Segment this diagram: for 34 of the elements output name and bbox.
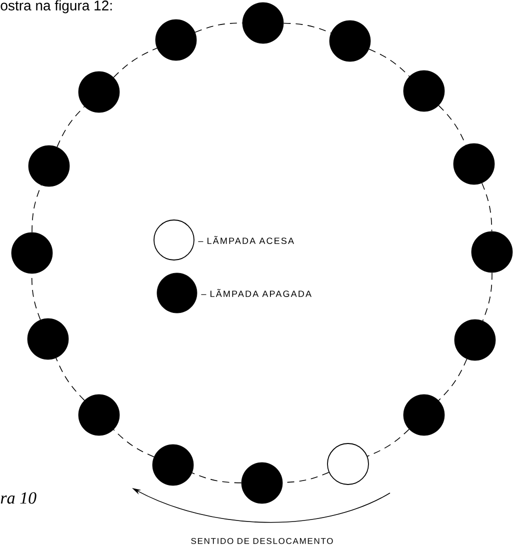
figure-caption-fragment: ra 10 (0, 492, 36, 504)
unlit-lamp (78, 71, 120, 113)
unlit-lamp (27, 318, 69, 360)
unlit-lamp (11, 232, 53, 274)
dashed-arc (56, 358, 85, 401)
dashed-arc (113, 429, 154, 458)
unlit-lamp (454, 319, 496, 361)
legend-text: – LÃMPADA APAGADA (201, 289, 312, 297)
unlit-lamp (329, 20, 371, 62)
unlit-lamp (28, 145, 70, 187)
dashed-arc (368, 48, 410, 77)
page-text-fragment: ostra na figura 12: (0, 0, 112, 14)
unlit-lamp (155, 19, 197, 61)
unlit-lamp (471, 231, 513, 273)
unlit-lamp (78, 394, 120, 436)
unlit-lamp (403, 394, 445, 436)
unlit-lamp (453, 143, 495, 185)
dashed-arc (32, 184, 42, 233)
dashed-arc (194, 22, 243, 33)
direction-label: SENTIDO DE DESLOCAMENTO (191, 538, 333, 544)
dashed-arc (367, 428, 410, 457)
dashed-arc (438, 358, 468, 401)
unlit-lamp (152, 444, 194, 486)
unlit-lamp (242, 2, 284, 44)
dashed-arc (56, 106, 85, 148)
unlit-lamp (241, 462, 283, 504)
dashed-arc (113, 48, 158, 78)
unlit-lamp (403, 70, 445, 112)
dashed-arc (192, 472, 242, 484)
lit-lamp (327, 443, 369, 485)
dashed-arc (482, 182, 492, 232)
dashed-arc (283, 22, 332, 34)
legend-text: – LÃMPADA ACESA (198, 236, 294, 244)
dashed-arc (482, 272, 492, 322)
